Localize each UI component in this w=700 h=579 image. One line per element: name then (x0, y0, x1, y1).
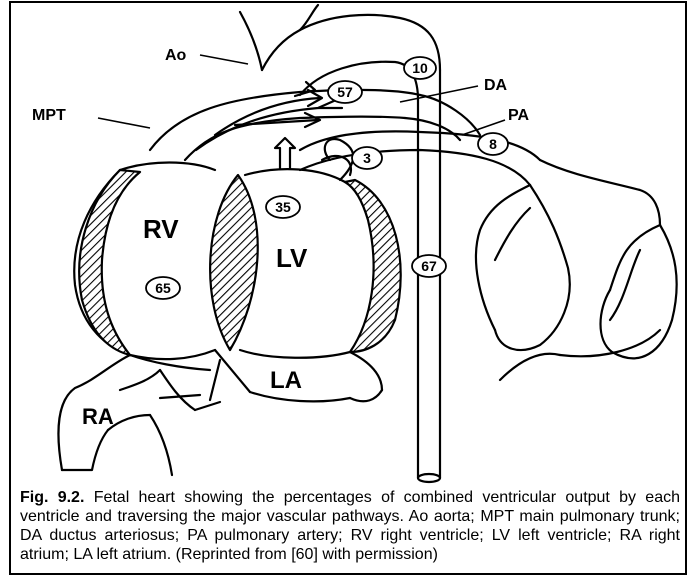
label-da: DA (484, 77, 508, 94)
value-aortic-isthmus: 10 (412, 60, 428, 76)
label-pa: PA (508, 107, 529, 124)
flow-badge-descending-aorta: 67 (412, 255, 446, 277)
value-lv: 35 (275, 199, 291, 215)
label-ra: RA (82, 404, 114, 429)
flow-badge-pulmonary-artery: 8 (478, 133, 508, 155)
label-la: LA (270, 367, 302, 394)
fetal-heart-diagram: Ao MPT DA PA RV LV RA LA 10 57 8 3 35 65… (0, 0, 700, 485)
ao-leader-line (200, 55, 248, 64)
value-coronary: 3 (363, 150, 371, 166)
figure-number: Fig. 9.2. (20, 489, 84, 506)
label-rv: RV (143, 214, 179, 244)
caption-text: Fetal heart showing the percentages of c… (20, 489, 680, 563)
flow-badge-coronary: 3 (352, 147, 382, 169)
flow-badge-mpt: 57 (328, 81, 362, 103)
mpt-leader-line (98, 118, 150, 128)
value-rv: 65 (155, 280, 171, 296)
value-pulmonary-artery: 8 (489, 136, 497, 152)
lv-wall (345, 180, 401, 352)
value-descending-aorta: 67 (421, 258, 437, 274)
flow-badge-rv: 65 (146, 277, 180, 299)
label-lv: LV (276, 243, 308, 273)
rv-wall (79, 170, 140, 355)
flow-badge-aortic-isthmus: 10 (404, 57, 436, 79)
label-ao: Ao (165, 47, 187, 64)
value-mpt: 57 (337, 84, 353, 100)
label-mpt: MPT (32, 107, 66, 124)
ventricular-septum (210, 175, 258, 350)
figure-caption: Fig. 9.2. Fetal heart showing the percen… (20, 488, 680, 564)
flow-badge-lv: 35 (266, 196, 300, 218)
